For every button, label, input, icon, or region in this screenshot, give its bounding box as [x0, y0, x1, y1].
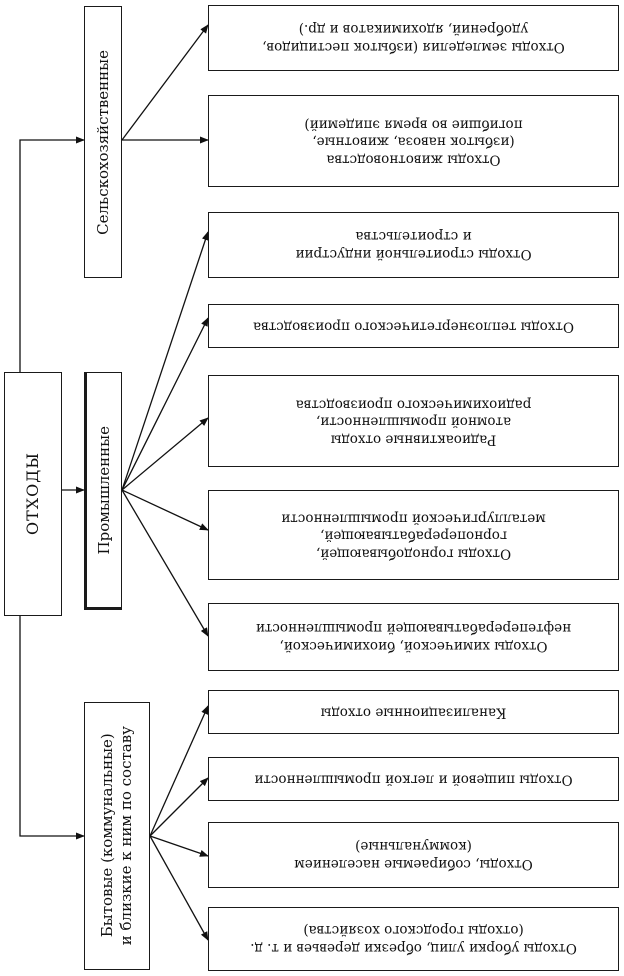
leaf-label: Канализационные отходы [320, 704, 507, 721]
leaf-farming-waste: Отходы земледелия (избыток пестицидов, у… [208, 5, 619, 71]
leaf-municipal-waste: Отходы, собираемые населением (коммуналь… [208, 822, 619, 888]
leaf-chemical-waste: Отходы химической, биохимической, нефтеп… [208, 603, 619, 671]
leaf-construction-waste: Отходы строительной индустрии и строител… [208, 212, 619, 278]
household-fan-connectors [149, 705, 209, 941]
leaf-radioactive-waste: Радиоактивные отходы атомной промышленно… [208, 375, 619, 467]
root-node-waste: ОТХОДЫ [4, 372, 62, 616]
category-agricultural: Сельскохозяйственные [84, 6, 122, 278]
category-label: Промышленные [94, 425, 113, 555]
leaf-food-light-industry-waste: Отходы пищевой и легкой промышленности [208, 757, 619, 801]
leaf-label: Отходы животноводства (избыток навоза, ж… [304, 116, 523, 168]
leaf-sewage-waste: Канализационные отходы [208, 690, 619, 734]
leaf-label: Отходы пищевой и легкой промышленности [254, 771, 573, 788]
agri-fan-connectors [121, 24, 209, 144]
category-label: Сельскохозяйственные [93, 49, 112, 235]
leaf-label: Отходы земледелия (избыток пестицидов, у… [262, 22, 565, 56]
leaf-label: Отходы теплоэнергетического производства [253, 318, 574, 335]
leaf-thermal-power-waste: Отходы теплоэнергетического производства [208, 304, 619, 348]
leaf-label: Отходы химической, биохимической, нефтеп… [255, 621, 572, 655]
leaf-label: Отходы строительной индустрии и строител… [295, 229, 532, 263]
category-label: Бытовые (коммунальные) и близкие к ним п… [98, 726, 135, 946]
leaf-label: Отходы, собираемые населением (коммуналь… [294, 839, 533, 873]
trunk-connector [19, 136, 85, 840]
leaf-label: Отходы горнодобывающей, горноперерабатыв… [281, 510, 546, 562]
leaf-street-cleaning-waste: Отходы уборки улиц, обрезки деревьев и т… [208, 907, 619, 971]
category-industrial: Промышленные [84, 372, 122, 610]
leaf-label: Радиоактивные отходы атомной промышленно… [295, 396, 532, 448]
industrial-fan-connectors [121, 231, 209, 637]
category-household: Бытовые (коммунальные) и близкие к ним п… [84, 702, 150, 970]
leaf-label: Отходы уборки улиц, обрезки деревьев и т… [250, 923, 577, 957]
root-label: ОТХОДЫ [23, 452, 42, 536]
leaf-mining-metallurgy-waste: Отходы горнодобывающей, горноперерабатыв… [208, 490, 619, 580]
leaf-livestock-waste: Отходы животноводства (избыток навоза, ж… [208, 95, 619, 187]
